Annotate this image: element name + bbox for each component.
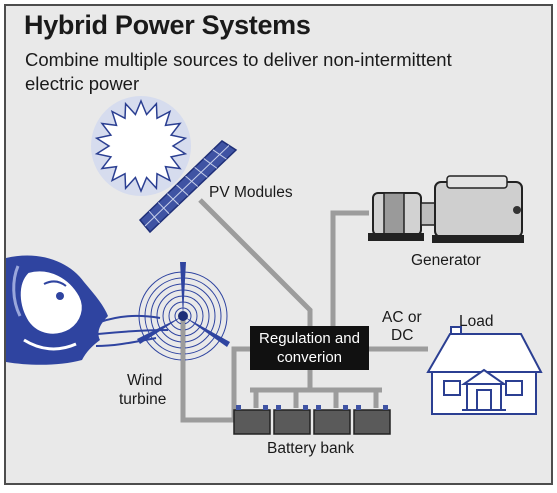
load-label: Load xyxy=(459,313,494,330)
generator-label: Generator xyxy=(411,252,481,269)
sun-icon xyxy=(91,96,191,196)
battery-bank-label: Battery bank xyxy=(267,440,355,457)
subtitle-line-2: electric power xyxy=(25,73,140,94)
page-title: Hybrid Power Systems xyxy=(24,10,311,40)
battery-icon xyxy=(313,405,351,435)
wind-turbine-label-line-1: Wind xyxy=(127,372,163,389)
pv-modules-label: PV Modules xyxy=(209,184,293,201)
regulation-box: Regulation and converion xyxy=(250,326,369,370)
battery-bank-icons xyxy=(233,405,391,435)
battery-icon xyxy=(233,405,271,435)
generator-icon xyxy=(368,175,524,243)
battery-icon xyxy=(273,405,311,435)
regulation-label-line-2: converion xyxy=(276,349,343,366)
pv-panel-icon xyxy=(138,140,238,234)
acdc-label-line-2: DC xyxy=(391,327,414,344)
wire-generator-to-regulation xyxy=(330,210,369,326)
wind-turbine-icon xyxy=(137,262,230,420)
wire-pv-to-regulation xyxy=(198,198,313,326)
battery-icon xyxy=(353,405,391,435)
subtitle-line-1: Combine multiple sources to deliver non-… xyxy=(25,49,452,70)
pv-cell-divider xyxy=(144,145,230,227)
wiring xyxy=(180,198,428,423)
acdc-label-line-1: AC or xyxy=(382,309,422,326)
regulation-label-line-1: Regulation and xyxy=(259,330,360,347)
wind-turbine-label-line-2: turbine xyxy=(119,391,167,408)
house-icon xyxy=(426,326,543,415)
wind-face-icon xyxy=(6,255,169,365)
